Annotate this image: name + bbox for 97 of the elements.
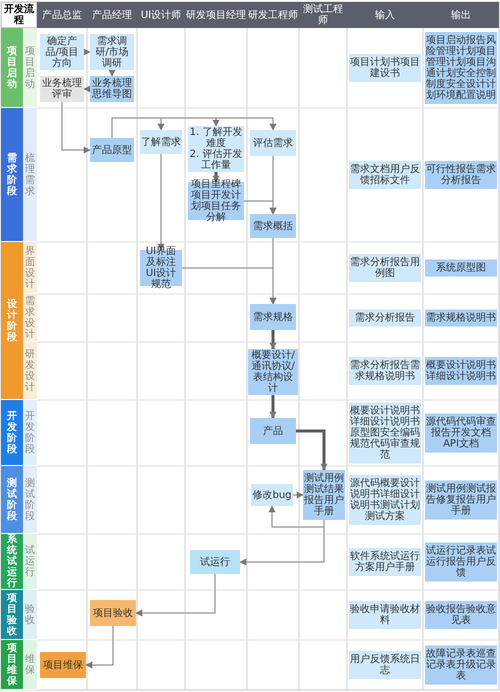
box-label: 需求概括 [253, 220, 293, 232]
stage-label: 界面设计 [23, 242, 37, 294]
box-label: 项目验收 [93, 608, 133, 618]
box-label: 源代码代码审查报告开发文档API文档 [425, 416, 497, 450]
box-label: 概要设计说明书详细设计说明书 [425, 360, 497, 382]
box-label: 验收申请验收材料 [349, 604, 421, 626]
box-label: 业务梳理评审 [41, 78, 83, 100]
process-box [140, 130, 182, 154]
arrow [182, 268, 276, 305]
process-box [250, 214, 296, 238]
process-box [250, 130, 296, 156]
box-label: 概要设计说明书详细设计说明书原型图安全编码规范代码审查规范 [349, 406, 421, 460]
box-label: 评估需求 [253, 138, 293, 148]
box-label: 需求文档用户反馈招标文件 [349, 164, 421, 186]
column-header: 产品经理 [91, 8, 133, 22]
arrow [62, 102, 91, 154]
process-box [250, 304, 296, 330]
box-label: 可行性报告需求分析报告 [425, 164, 497, 186]
arrow [84, 48, 91, 56]
box-label: 用户反馈系统日志 [349, 654, 421, 676]
box-label: 测试用例测试报告修复报告用户手册 [425, 484, 497, 516]
output-doc-box [425, 260, 497, 276]
box-label: 项目维保 [43, 660, 83, 670]
arrow [85, 626, 114, 668]
column-header: 研发项目经理 [185, 8, 247, 22]
box-label: 需求分析报告需求规格说明书 [349, 360, 421, 382]
arrow [135, 574, 216, 616]
phase-label: 设计阶段 [1, 242, 23, 400]
input-doc-box [349, 310, 421, 326]
arrow [270, 330, 276, 350]
box-label: 验收报告验收意见表 [425, 604, 497, 626]
box-label: 需求调研/市场调研 [94, 36, 130, 68]
stage-label: 验收 [23, 590, 37, 640]
box-label: 产品原型 [92, 144, 132, 156]
stage-label: 开发阶段 [23, 400, 37, 466]
box-label: 2. 评估开发工作量 [189, 149, 243, 171]
arrow [270, 395, 276, 419]
stage-label: 项目启动 [23, 28, 37, 108]
box-label: 项目里程碑项目开发计划项目任务分解 [190, 179, 242, 223]
phase-label: 测试阶段 [1, 466, 23, 534]
box-label: 概要设计/通讯协议/表结构设计 [250, 350, 296, 394]
process-box [190, 550, 240, 574]
output-doc-box [425, 310, 497, 326]
box-label: 需求规格 [253, 312, 293, 322]
arrow [292, 492, 304, 498]
stage-label: 研发设计 [23, 342, 37, 400]
stage-label: 梳理需求 [23, 108, 37, 242]
box-label: 项目计划书项目建设书 [349, 57, 421, 79]
stage-label: 测试阶段 [23, 466, 37, 534]
column-header: 输入 [374, 8, 396, 22]
column-header: 输出 [450, 8, 472, 22]
box-label: 1. 了解开发难度 [189, 127, 243, 149]
table-title: 开发流程 [1, 2, 37, 28]
box-label: 试运行记录表试运行报告用户反馈 [425, 546, 497, 578]
arrow [83, 86, 90, 92]
column-header: UI设计师 [140, 8, 182, 22]
phase-label: 项目启动 [1, 28, 23, 108]
box-label: 需求分析报告用例图 [349, 257, 421, 279]
box-label: 测试用例测试结果报告用户手册 [304, 473, 344, 517]
box-label: 故障记录表巡查记录表升级记录表 [425, 648, 497, 682]
arrow [268, 505, 324, 528]
stage-label: 试运行 [23, 534, 37, 590]
box-label: 源代码概要设计说明书详细设计说明书测试计划测试方案 [349, 478, 421, 522]
arrow [158, 154, 164, 251]
process-box [40, 652, 86, 678]
arrow [244, 200, 276, 215]
phase-label: 系统试运行 [1, 534, 23, 590]
phase-label: 开发阶段 [1, 400, 23, 466]
box-label: 确定产品/项目方向 [44, 36, 80, 68]
process-box [188, 126, 244, 172]
box-label: 产品 [263, 426, 283, 436]
process-box [90, 138, 134, 162]
phase-label: 项目维保 [1, 640, 23, 690]
column-header: 测试工程师 [302, 2, 344, 28]
box-label: 需求规格说明书 [426, 312, 496, 324]
box-label: 系统原型图 [436, 262, 486, 274]
arrow [239, 520, 324, 566]
process-box [250, 418, 296, 444]
box-label: 试运行 [200, 556, 230, 568]
phase-label: 项目验收 [1, 590, 23, 640]
box-label: 修改bug [252, 490, 292, 500]
arrow [296, 430, 328, 471]
box-label: 项目启动报告风险管理计划项目管理计划项目沟通计划安全控制制度安全设计计划环境配置说明 [425, 35, 497, 101]
arrow [212, 172, 220, 183]
box-label: 软件系统试运行方案用户手册 [349, 551, 421, 573]
box-label: 业务梳理思维导图 [91, 78, 133, 100]
process-box [90, 600, 136, 626]
stage-label: 需求设计 [23, 294, 37, 342]
process-box [251, 484, 293, 506]
arrow [108, 70, 116, 77]
box-label: 了解需求 [141, 136, 181, 148]
box-label: UI界面及标注UI设计规范 [144, 246, 178, 290]
box-label: 需求分析报告 [355, 312, 415, 324]
phase-label: 需求阶段 [1, 108, 23, 242]
column-header: 研发工程师 [247, 8, 299, 22]
column-header: 产品总监 [41, 8, 83, 22]
stage-label: 维保 [23, 640, 37, 690]
